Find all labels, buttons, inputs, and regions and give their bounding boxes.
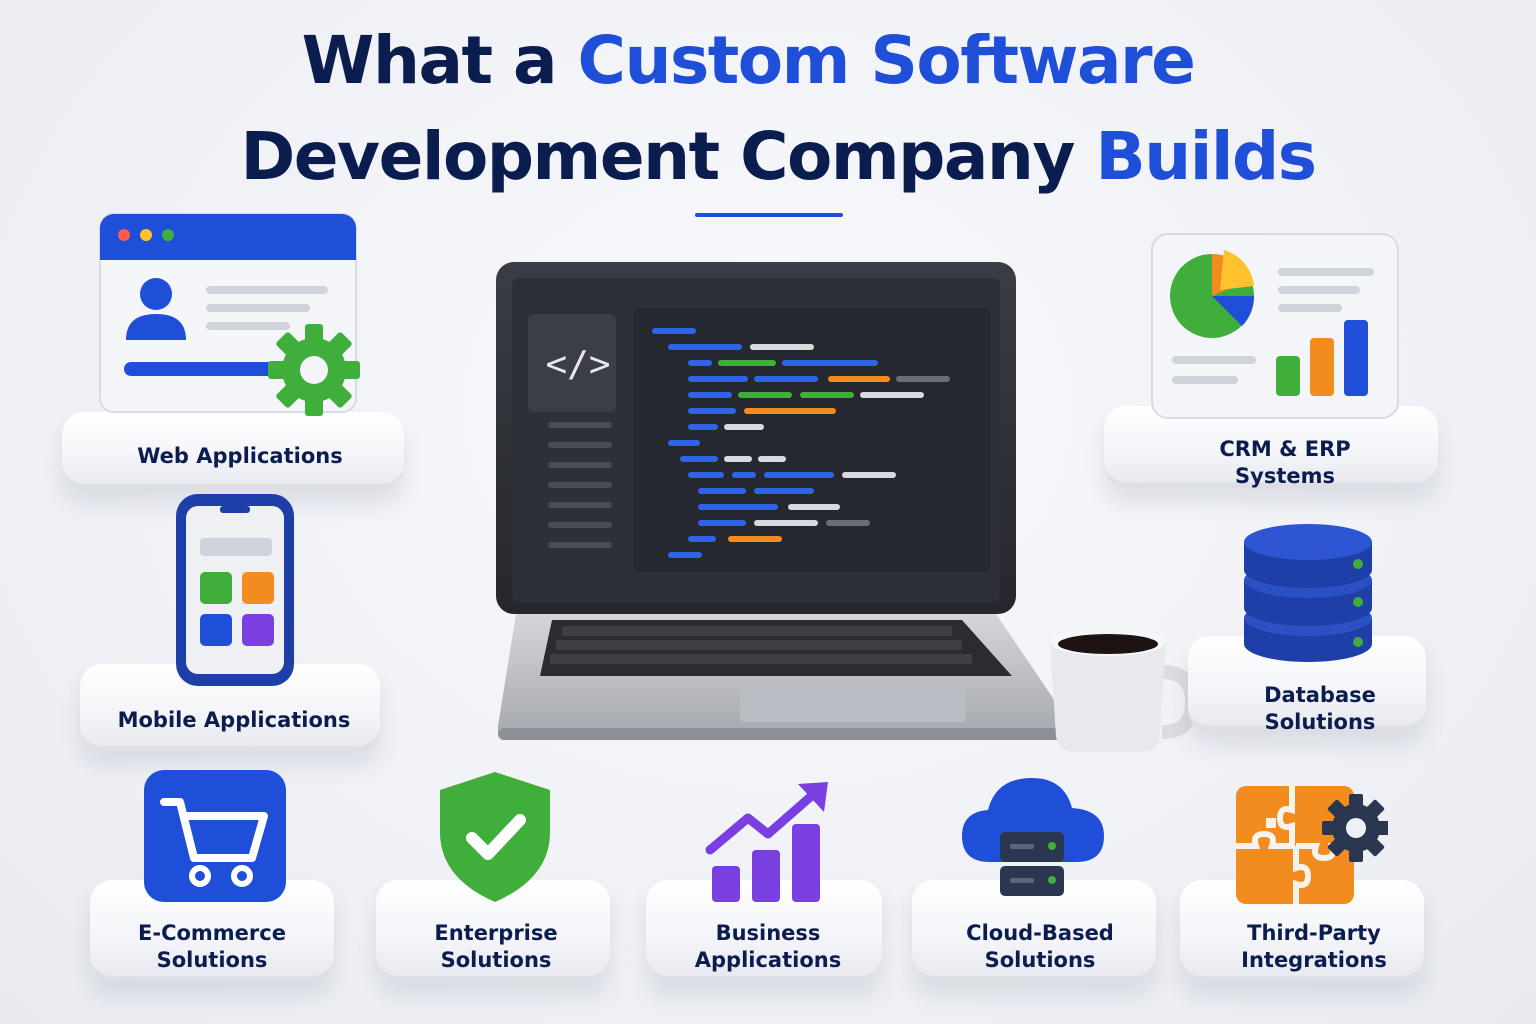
puzzle-gear-icon (1236, 786, 1388, 904)
smartphone-icon (176, 494, 294, 686)
label-third-party-integrations: Third-Party Integrations (1241, 921, 1387, 972)
laptop-illustration: </> (496, 262, 1072, 740)
platform-web-applications (62, 412, 404, 490)
label-mobile-applications: Mobile Applications (117, 708, 351, 732)
shopping-cart-icon (144, 770, 286, 902)
cloud-server-icon (962, 778, 1104, 896)
title-highlight: Builds (1095, 118, 1317, 195)
platform-crm-erp (1104, 406, 1438, 488)
browser-gear-icon (99, 213, 360, 416)
label-crm-erp: CRM & ERP Systems (1219, 437, 1351, 488)
dashboard-chart-icon (1151, 233, 1399, 419)
label-business-applications: Business Applications (694, 921, 842, 972)
label-e-commerce-solutions: E-Commerce Solutions (138, 921, 286, 972)
label-database-solutions: Database Solutions (1264, 683, 1376, 734)
shield-check-icon (440, 772, 550, 902)
page-title-line-2: Development Company Builds (10, 118, 1536, 195)
label-enterprise-solutions: Enterprise Solutions (434, 921, 558, 972)
database-icon (1244, 524, 1372, 662)
coffee-mug-icon (1050, 628, 1194, 752)
growth-chart-icon (705, 782, 828, 902)
platform-cloud-based-solutions (912, 880, 1156, 982)
code-icon: </> (545, 344, 610, 385)
title-underline (695, 213, 843, 217)
page-title-line-1: What a Custom Software (0, 22, 1516, 99)
title-text: What a (301, 22, 578, 99)
label-web-applications: Web Applications (137, 444, 343, 468)
label-cloud-based-solutions: Cloud-Based Solutions (966, 921, 1114, 972)
title-text: Development Company (240, 118, 1096, 195)
title-highlight: Custom Software (577, 22, 1196, 99)
